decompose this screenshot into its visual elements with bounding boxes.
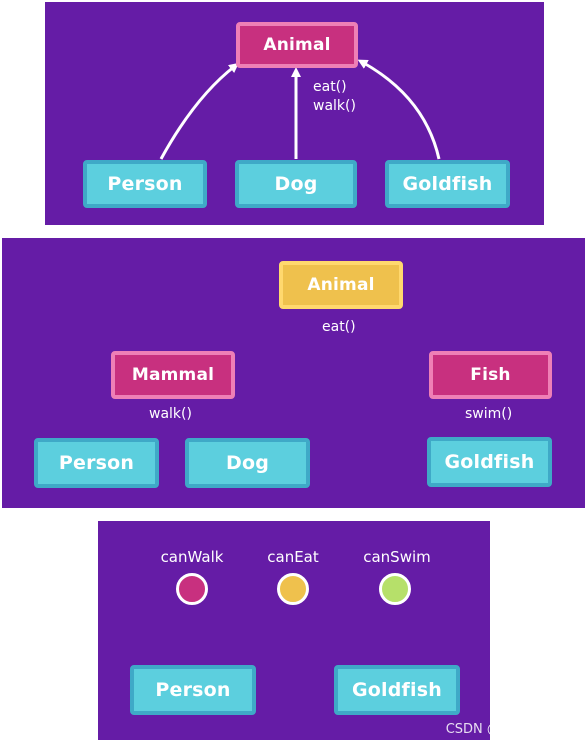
inheritance-arrows (159, 59, 441, 160)
composition-diagram-panel: canWalk canEat canSwim Person Goldfish (98, 521, 490, 740)
animal-method-eat: eat() (322, 319, 356, 335)
method-eat: eat() (313, 79, 347, 95)
goldfish-node: Goldfish (334, 665, 460, 715)
animal-node: Animal (279, 261, 403, 309)
fish-method-swim: swim() (465, 406, 513, 422)
arrow-goldfish-to-animal (357, 59, 441, 160)
goldfish-node: Goldfish (385, 160, 510, 208)
capability-label-canwalk: canWalk (160, 548, 224, 566)
capability-label-canswim: canSwim (363, 548, 431, 566)
mammal-node: Mammal (111, 351, 235, 399)
dog-node: Dog (185, 438, 310, 488)
mammal-method-walk: walk() (149, 406, 192, 422)
animal-node: Animal (236, 22, 358, 68)
person-node: Person (34, 438, 159, 488)
hierarchy-diagram-panel: Animal eat() Mammal walk() Fish swim() P… (2, 238, 585, 508)
method-walk: walk() (313, 98, 356, 114)
animal-methods: eat() walk() (313, 78, 356, 116)
arrow-person-to-animal (159, 62, 239, 160)
person-node: Person (130, 665, 256, 715)
capability-dot-caneat (277, 573, 309, 605)
capability-label-caneat: canEat (267, 548, 319, 566)
csdn-watermark: CSDN @sosososoon (445, 722, 575, 737)
goldfish-node: Goldfish (427, 437, 552, 487)
inheritance-diagram-panel: Animal eat() walk() Person Dog Goldfish (45, 2, 544, 225)
person-node: Person (83, 160, 207, 208)
capability-dot-canswim (379, 573, 411, 605)
dog-node: Dog (235, 160, 357, 208)
fish-node: Fish (429, 351, 552, 399)
capability-dot-canwalk (176, 573, 208, 605)
